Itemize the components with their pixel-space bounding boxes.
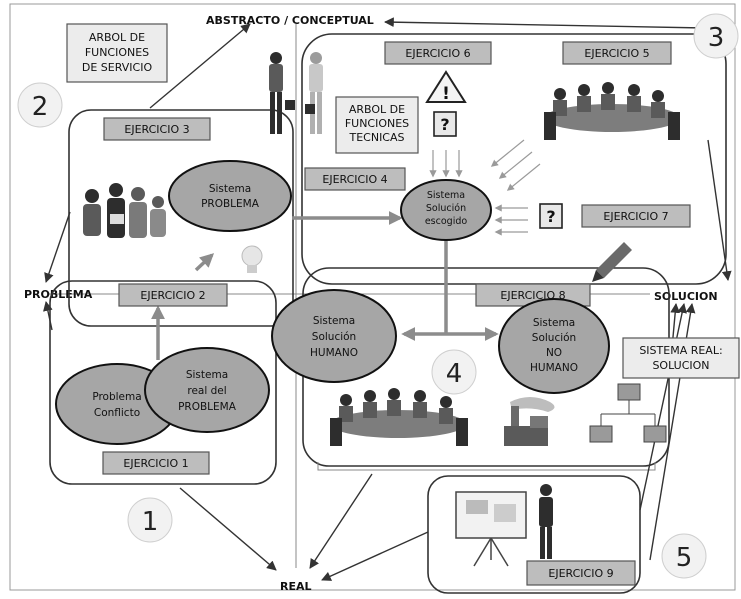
svg-text:SISTEMA REAL:: SISTEMA REAL:: [639, 344, 722, 357]
svg-text:?: ?: [440, 115, 449, 134]
sistema-solucion-escogido-ellipse: Sistema Solución escogido: [400, 179, 492, 241]
svg-text:1: 1: [142, 507, 159, 537]
svg-text:Sistema: Sistema: [186, 369, 228, 381]
ejercicio-1-label: EJERCICIO 1: [102, 451, 210, 475]
svg-text:escogido: escogido: [425, 216, 468, 227]
pencil-icon: [592, 242, 632, 282]
sistema-solucion-humano-ellipse: Sistema Solución HUMANO: [271, 289, 397, 383]
axis-top-label: ABSTRACTO / CONCEPTUAL: [206, 14, 374, 27]
region-5: [427, 475, 641, 594]
svg-text:Conflicto: Conflicto: [94, 407, 140, 419]
axis-left-label: PROBLEMA: [24, 288, 93, 301]
svg-text:DE SERVICIO: DE SERVICIO: [82, 61, 153, 74]
thin-arrows-down: [429, 150, 463, 178]
svg-text:Sistema: Sistema: [533, 317, 575, 329]
arrow-region4-to-real: [309, 473, 373, 569]
business-people-icon: [269, 52, 323, 134]
svg-text:EJERCICIO 1: EJERCICIO 1: [123, 457, 188, 470]
arrow-region1-to-problema: [43, 301, 53, 331]
svg-text:ARBOL DE: ARBOL DE: [349, 103, 405, 116]
svg-text:!: !: [442, 84, 450, 104]
ejercicio-9-label: EJERCICIO 9: [526, 560, 636, 586]
people-group-icon: [83, 183, 166, 238]
svg-text:Solución: Solución: [532, 332, 576, 344]
thin-arrows-left: [494, 204, 528, 236]
svg-text:3: 3: [708, 23, 725, 53]
ejercicio-5-label: EJERCICIO 5: [562, 41, 672, 65]
svg-text:5: 5: [676, 543, 693, 573]
presenter-icon: [455, 484, 553, 567]
svg-text:EJERCICIO 2: EJERCICIO 2: [140, 289, 205, 302]
number-1-circle: 1: [127, 497, 173, 543]
number-2-circle: 2: [17, 82, 63, 128]
arrow-region3-to-abstracto: [384, 17, 706, 29]
number-5-circle: 5: [661, 533, 707, 579]
warning-icon: !: [425, 70, 467, 104]
region-4-bracket: [317, 462, 656, 471]
arrow-region1-to-real: [179, 487, 277, 571]
svg-text:HUMANO: HUMANO: [310, 347, 358, 359]
outer-frame: [9, 3, 736, 591]
meeting-table-icon: [544, 82, 680, 140]
svg-text:SOLUCION: SOLUCION: [652, 359, 709, 372]
arrow-region5-to-real: [321, 531, 429, 581]
svg-text:2: 2: [32, 92, 49, 122]
arbol-funciones-tecnicas-box: ARBOL DE FUNCIONES TECNICAS: [335, 96, 419, 154]
question-mark-icon-2: ?: [539, 203, 563, 229]
arbol-funciones-servicio-box: ARBOL DE FUNCIONES DE SERVICIO: [66, 23, 168, 83]
axis-bottom-label: REAL: [280, 580, 312, 593]
svg-text:PROBLEMA: PROBLEMA: [178, 401, 237, 413]
svg-text:real del: real del: [187, 385, 226, 397]
ejercicio-2-label: EJERCICIO 2: [118, 283, 228, 307]
svg-text:Sistema: Sistema: [427, 190, 465, 201]
sistema-real-problema-ellipse: Sistema real del PROBLEMA: [144, 347, 270, 433]
region-1: [49, 280, 277, 485]
svg-text:EJERCICIO 9: EJERCICIO 9: [548, 567, 613, 580]
svg-text:PROBLEMA: PROBLEMA: [201, 198, 260, 210]
svg-text:ARBOL DE: ARBOL DE: [89, 31, 145, 44]
svg-text:HUMANO: HUMANO: [530, 362, 578, 374]
number-4-circle: 4: [431, 349, 477, 395]
arrow-small-up: [194, 253, 215, 272]
svg-text:Problema: Problema: [92, 391, 141, 403]
arrow-region3-to-solucion: [707, 139, 732, 281]
axis-right-label: SOLUCION: [654, 290, 718, 303]
svg-text:EJERCICIO 7: EJERCICIO 7: [603, 210, 668, 223]
sistema-problema-ellipse: Sistema PROBLEMA: [168, 160, 292, 232]
ejercicio-7-label: EJERCICIO 7: [581, 204, 691, 228]
thin-arrows-diagonal: [490, 139, 541, 191]
svg-text:NO: NO: [546, 347, 562, 359]
svg-text:4: 4: [446, 359, 463, 389]
arrow-region5-to-solucion-a: [639, 303, 687, 511]
region-3: [301, 33, 727, 285]
svg-text:Solución: Solución: [426, 203, 466, 214]
svg-text:EJERCICIO 5: EJERCICIO 5: [584, 47, 649, 60]
svg-text:EJERCICIO 6: EJERCICIO 6: [405, 47, 470, 60]
factory-icon: [504, 397, 555, 446]
sistema-solucion-no-humano-ellipse: Sistema Solución NO HUMANO: [498, 298, 610, 394]
arrow-region2-to-problema: [44, 211, 71, 283]
svg-text:Sistema: Sistema: [313, 315, 355, 327]
ejercicio-3-label: EJERCICIO 3: [103, 117, 211, 141]
svg-text:FUNCIONES: FUNCIONES: [345, 117, 409, 130]
svg-text:EJERCICIO 3: EJERCICIO 3: [124, 123, 189, 136]
number-3-circle: 3: [693, 13, 739, 59]
arrow-region2-to-abstracto: [149, 23, 251, 109]
svg-text:Solución: Solución: [312, 331, 356, 343]
meeting-table-icon-2: [330, 388, 468, 446]
question-mark-icon: ?: [433, 111, 457, 137]
svg-text:EJERCICIO 4: EJERCICIO 4: [322, 173, 387, 186]
svg-text:TECNICAS: TECNICAS: [348, 131, 404, 144]
sistema-real-solucion-box: SISTEMA REAL: SOLUCION: [622, 337, 740, 379]
ejercicio-4-label: EJERCICIO 4: [304, 167, 406, 191]
svg-text:FUNCIONES: FUNCIONES: [85, 46, 149, 59]
ejercicio-6-label: EJERCICIO 6: [384, 41, 492, 65]
lightbulb-icon: [241, 245, 263, 273]
svg-text:Sistema: Sistema: [209, 183, 251, 195]
svg-text:?: ?: [546, 207, 555, 226]
network-computers-icon: [589, 383, 667, 443]
